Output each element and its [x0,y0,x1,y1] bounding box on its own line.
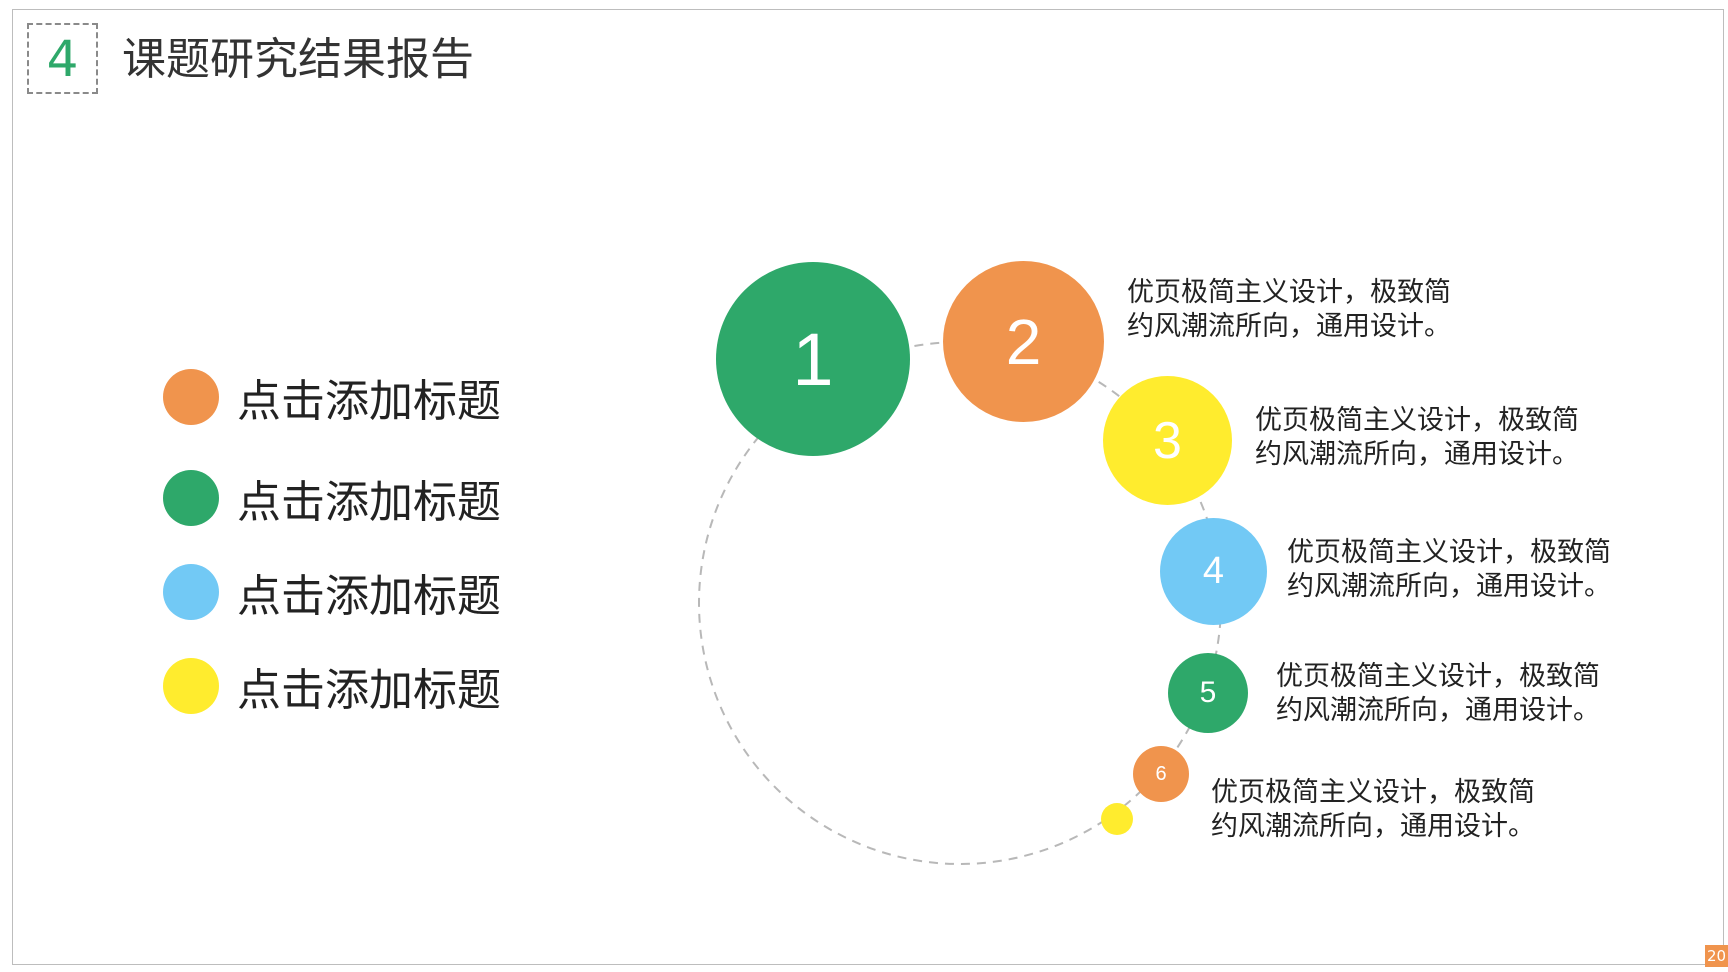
description-line: 约风潮流所向，通用设计。 [1255,439,1579,470]
description-line: 优页极简主义设计，极致简 [1276,661,1600,692]
step-number: 1 [792,317,834,401]
step-2-description: 优页极简主义设计，极致简 约风潮流所向，通用设计。 [1127,276,1451,344]
legend-dot-yellow [163,658,219,714]
step-3-description: 优页极简主义设计，极致简 约风潮流所向，通用设计。 [1255,404,1579,472]
description-line: 优页极简主义设计，极致简 [1255,405,1579,436]
legend-label: 点击添加标题 [237,477,501,528]
page-title: 课题研究结果报告 [122,34,474,85]
legend-item-3[interactable]: 点击添加标题 [163,564,501,622]
step-number: 6 [1155,762,1167,785]
page-number: 20 [1705,945,1728,967]
legend-label: 点击添加标题 [237,376,501,427]
section-number-box: 4 [27,23,98,94]
step-4-description: 优页极简主义设计，极致简 约风潮流所向，通用设计。 [1287,536,1611,604]
legend-dot-orange [163,369,219,425]
description-line: 约风潮流所向，通用设计。 [1127,311,1451,342]
step-circle-4[interactable]: 4 [1160,518,1267,625]
legend-item-4[interactable]: 点击添加标题 [163,658,501,716]
step-circle-5[interactable]: 5 [1168,653,1248,733]
step-number: 2 [1005,305,1042,378]
step-number: 4 [1202,550,1225,592]
legend-label: 点击添加标题 [237,571,501,622]
step-circle-6[interactable]: 6 [1133,746,1189,802]
section-number: 4 [46,29,79,88]
step-circle-1[interactable]: 1 [716,262,910,456]
description-line: 优页极简主义设计，极致简 [1127,277,1451,308]
description-line: 约风潮流所向，通用设计。 [1276,695,1600,726]
step-number: 3 [1153,411,1182,470]
legend-item-2[interactable]: 点击添加标题 [163,470,501,528]
step-6-description: 优页极简主义设计，极致简 约风潮流所向，通用设计。 [1211,776,1535,844]
step-number: 5 [1199,676,1217,709]
slide-frame [12,9,1724,965]
description-line: 约风潮流所向，通用设计。 [1287,571,1611,602]
description-line: 优页极简主义设计，极致简 [1287,537,1611,568]
step-circle-3[interactable]: 3 [1103,376,1232,505]
legend-label: 点击添加标题 [237,665,501,716]
step-circle-7[interactable] [1101,803,1133,835]
legend-dot-blue [163,564,219,620]
legend-dot-green [163,470,219,526]
description-line: 优页极简主义设计，极致简 [1211,777,1535,808]
step-circle-2[interactable]: 2 [943,261,1104,422]
description-line: 约风潮流所向，通用设计。 [1211,811,1535,842]
legend-item-1[interactable]: 点击添加标题 [163,369,501,427]
step-5-description: 优页极简主义设计，极致简 约风潮流所向，通用设计。 [1276,660,1600,728]
